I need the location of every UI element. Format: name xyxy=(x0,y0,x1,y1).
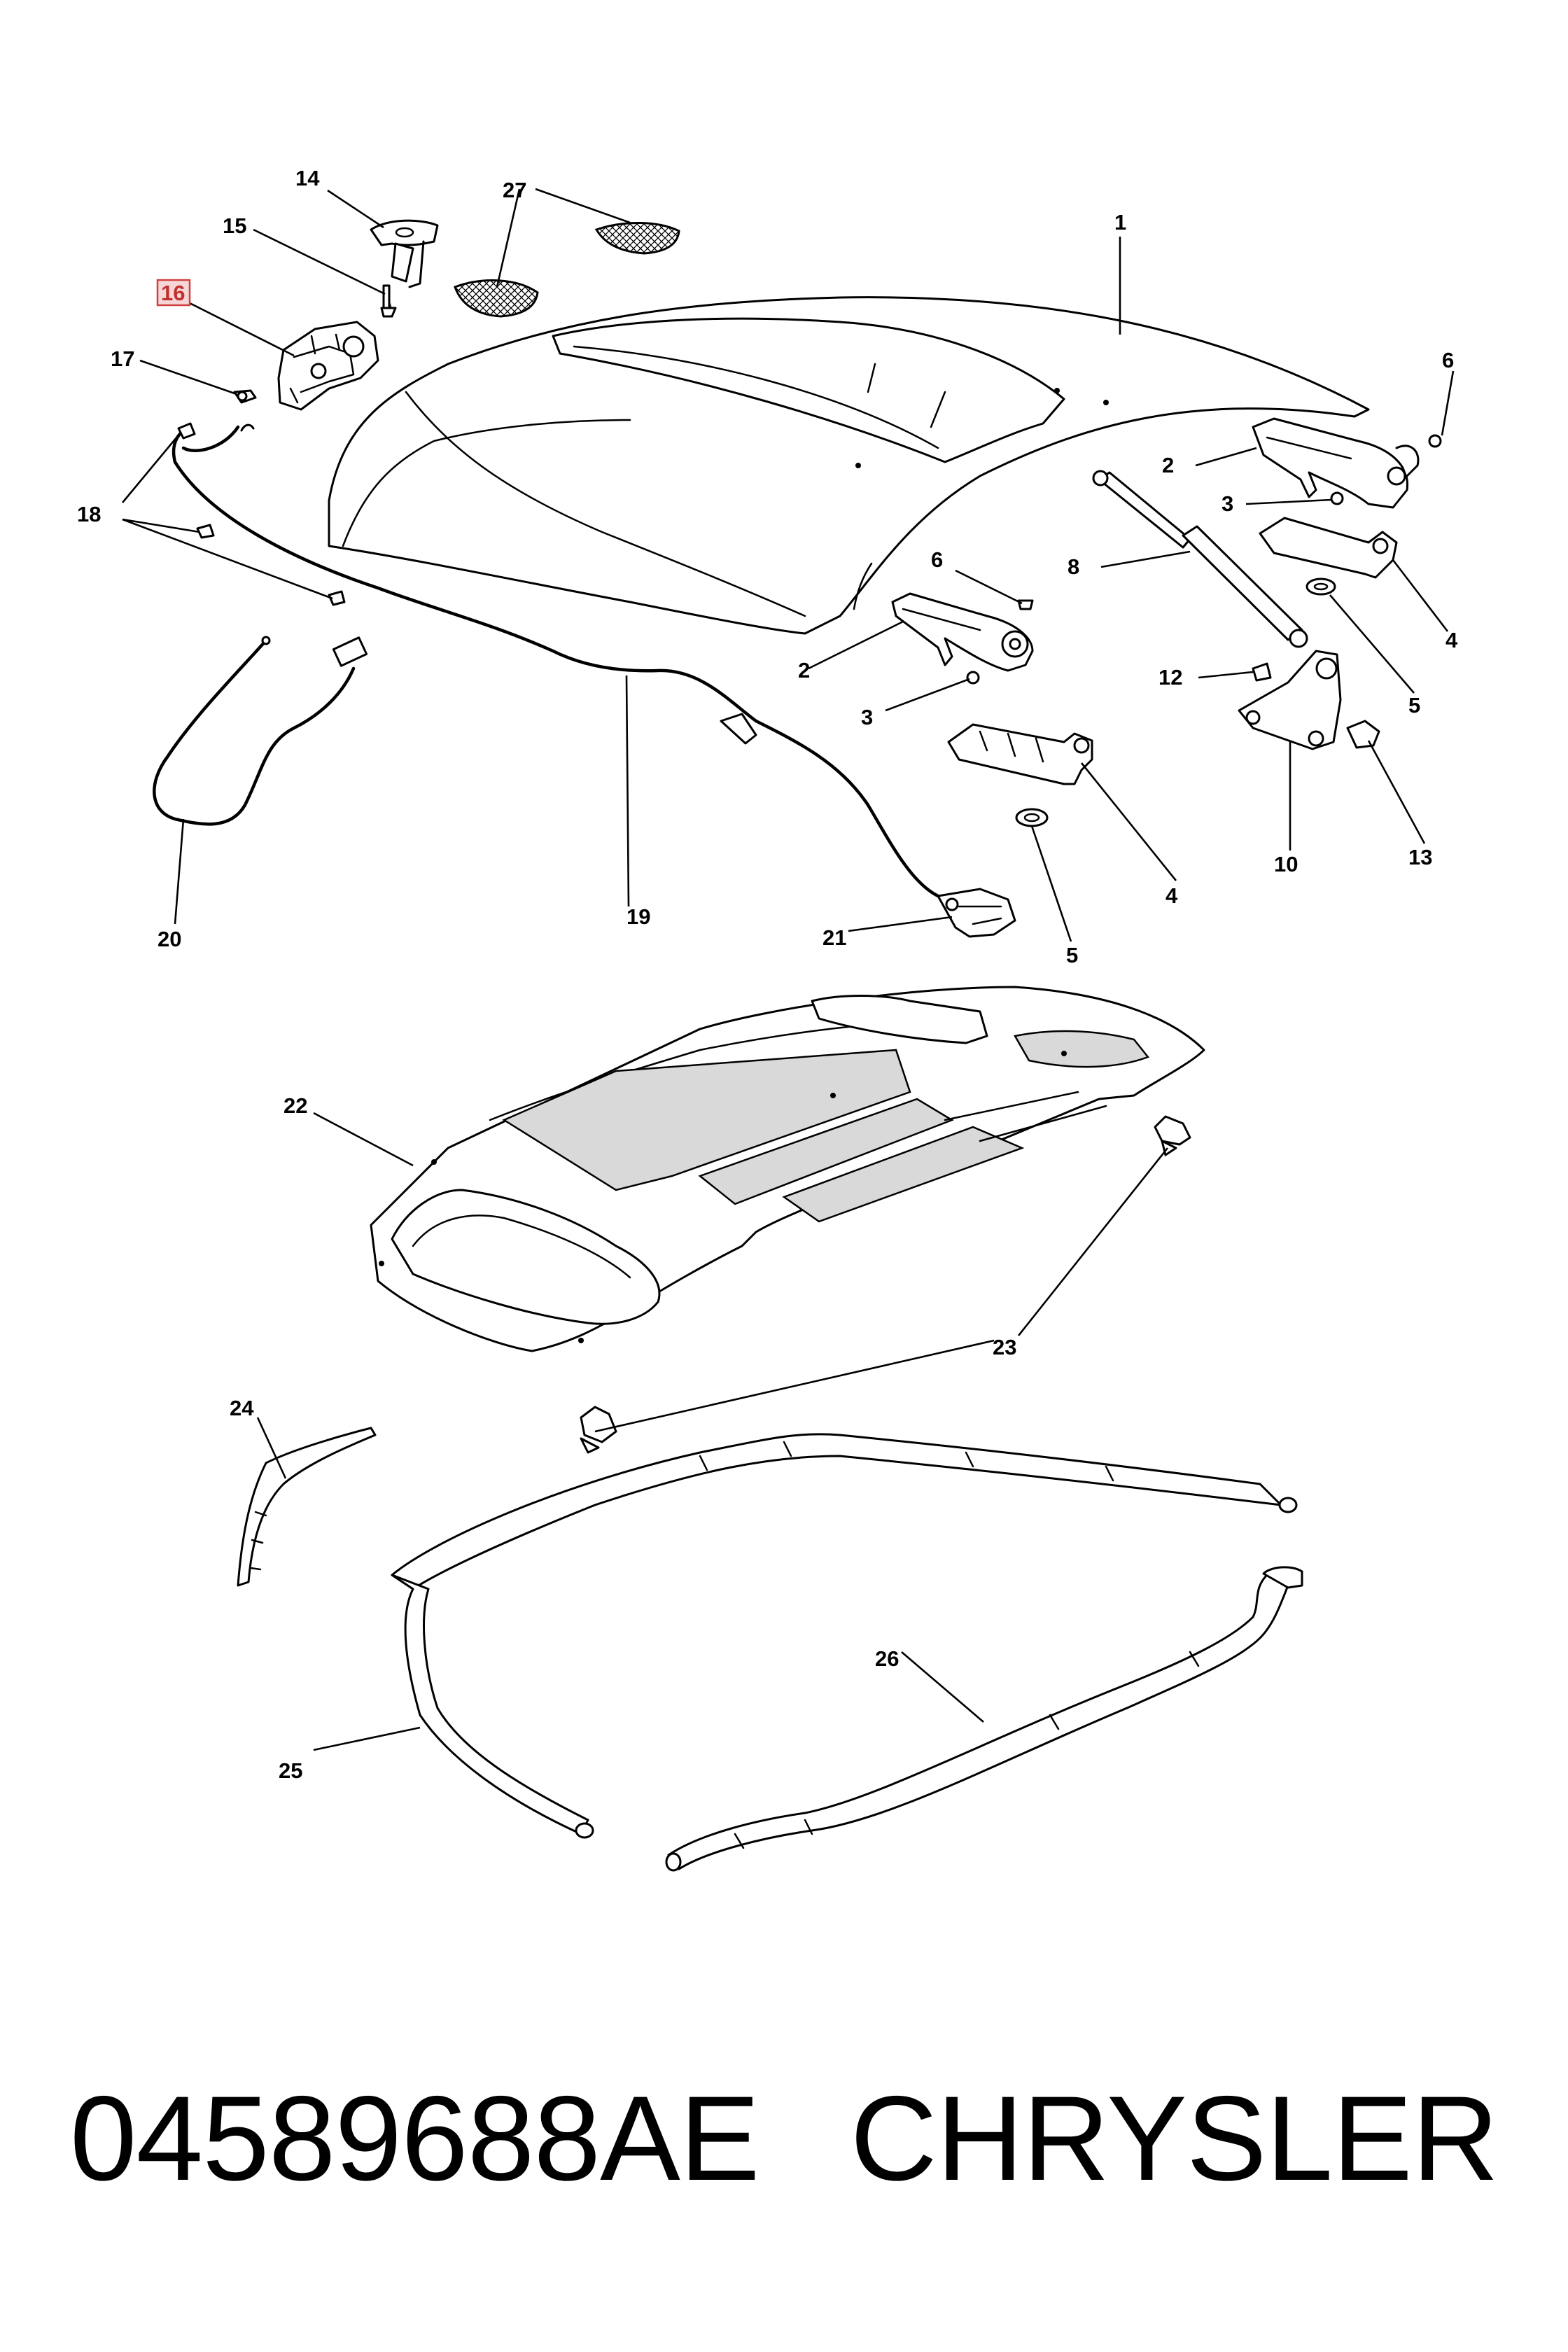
callout-23: 23 xyxy=(993,1335,1016,1359)
callout-2-right: 2 xyxy=(1162,453,1174,477)
hinge-bracket-4-right xyxy=(1259,517,1398,579)
washer-5-center xyxy=(1015,808,1049,827)
callout-8: 8 xyxy=(1068,554,1079,579)
hood-insulator xyxy=(370,986,1205,1352)
callout-4-right: 4 xyxy=(1446,628,1458,652)
washer-5-right xyxy=(1306,578,1336,596)
part-footer: 04589688AE CHRYSLER xyxy=(0,2072,1568,2205)
hood-latch xyxy=(277,321,379,411)
gas-strut xyxy=(1092,470,1308,648)
seal-25 xyxy=(391,1433,1298,1839)
brand-name: CHRYSLER xyxy=(850,2071,1499,2206)
nut-3-right xyxy=(1330,491,1344,505)
callout-labels: 1 14 27 15 16 17 18 6 2 3 8 6 4 2 12 5 3… xyxy=(77,166,1458,1783)
callout-17: 17 xyxy=(111,346,134,371)
callout-16-highlight xyxy=(156,279,191,307)
callout-21: 21 xyxy=(822,925,846,950)
hood-release-cable xyxy=(172,422,940,898)
nut-13 xyxy=(1346,720,1380,749)
hinge-right xyxy=(1252,417,1420,509)
cable-20 xyxy=(153,636,368,826)
clip-12 xyxy=(1252,662,1272,682)
callout-15: 15 xyxy=(223,214,246,238)
seal-26 xyxy=(665,1566,1303,1872)
nut-3-center xyxy=(966,671,980,685)
callout-22: 22 xyxy=(284,1093,307,1118)
callout-3-right: 3 xyxy=(1222,491,1233,516)
callout-26: 26 xyxy=(875,1646,899,1671)
part-number: 04589688AE xyxy=(69,2071,760,2206)
hood-panel xyxy=(328,296,1370,635)
callout-14: 14 xyxy=(295,166,320,190)
strut-mount-10 xyxy=(1238,650,1342,750)
seal-24 xyxy=(237,1427,377,1587)
clip-17 xyxy=(233,389,257,404)
bolt-6-right xyxy=(1428,434,1442,448)
latch-bracket xyxy=(370,219,439,288)
leader-lines xyxy=(121,188,1455,1751)
callout-6-center: 6 xyxy=(931,547,943,572)
callout-18: 18 xyxy=(77,502,101,526)
mesh-grille-inserts xyxy=(454,222,680,318)
callout-13: 13 xyxy=(1408,845,1432,869)
callout-5-center: 5 xyxy=(1066,943,1078,967)
callout-12: 12 xyxy=(1158,665,1182,690)
callout-24: 24 xyxy=(230,1396,254,1420)
callout-25: 25 xyxy=(279,1758,302,1783)
callout-10: 10 xyxy=(1274,852,1298,876)
callout-16: 16 xyxy=(161,281,185,305)
release-handle xyxy=(937,888,1016,938)
callout-27: 27 xyxy=(503,178,526,202)
callout-20: 20 xyxy=(158,927,181,951)
callout-19: 19 xyxy=(626,904,650,929)
bolt-15 xyxy=(380,284,397,318)
callout-4-center: 4 xyxy=(1166,883,1178,908)
callout-6-right: 6 xyxy=(1442,348,1454,372)
hinge-center xyxy=(891,592,1034,672)
push-pins xyxy=(580,1115,1191,1454)
callout-5-right: 5 xyxy=(1408,693,1420,718)
callout-3-center: 3 xyxy=(861,705,873,729)
callout-1: 1 xyxy=(1114,210,1126,234)
hinge-bracket-4-center xyxy=(947,723,1093,785)
callout-2-center: 2 xyxy=(798,658,810,682)
